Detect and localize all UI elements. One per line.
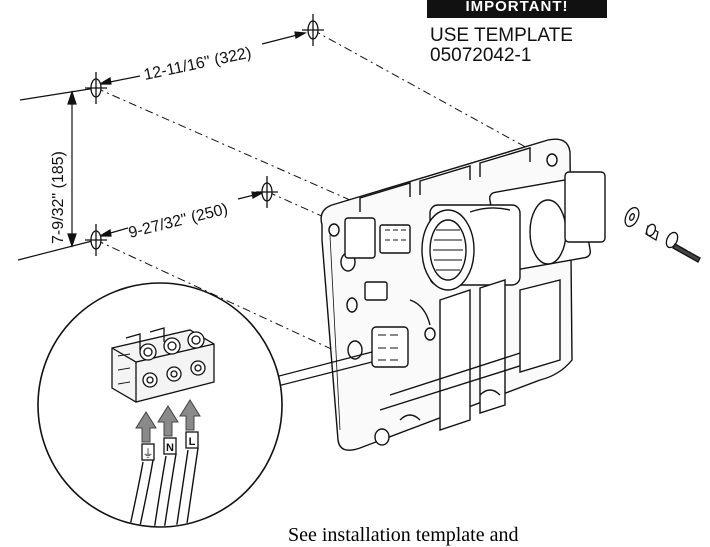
insert-arrows	[135, 399, 201, 443]
fastener-kit	[624, 206, 701, 263]
arrow-up-icon-ground	[135, 411, 157, 443]
mounting-holes	[85, 14, 324, 256]
mounting-hole-bottom-left	[85, 224, 107, 256]
supply-wires	[125, 447, 199, 526]
spacer-icon	[645, 223, 659, 242]
reference-lines	[17, 87, 97, 261]
wiring-detail-callout: ⏚ N L	[37, 282, 283, 528]
terminal-label-neutral: N	[166, 442, 174, 454]
terminal-label-line: L	[189, 436, 196, 448]
dim-lower-width-label: 9-27/32" (250)	[127, 201, 230, 242]
mounting-hole-top-left	[85, 72, 107, 104]
screw-icon	[665, 231, 701, 263]
template-note-line2: 05072042-1	[430, 45, 532, 66]
template-note-line1: USE TEMPLATE	[430, 25, 573, 46]
terminal-label-ground: ⏚	[143, 447, 154, 460]
dimension-lines	[67, 31, 307, 248]
terminal-block	[111, 327, 215, 403]
dim-height-label: 7-9/32" (185)	[50, 151, 67, 244]
template-note: USE TEMPLATE 05072042-1	[430, 26, 573, 66]
blower-wheel	[421, 204, 521, 291]
dryer-backplate	[320, 138, 606, 451]
motor-bracket	[564, 171, 606, 243]
dim-top-width-label: 12-11/16" (322)	[142, 45, 253, 84]
important-banner: IMPORTANT!	[427, 0, 607, 18]
arrow-up-icon-neutral	[157, 405, 179, 437]
washer-icon	[624, 206, 640, 228]
wiring-terminal-block	[371, 326, 409, 368]
control-module	[344, 217, 376, 259]
arrow-up-icon-line	[179, 399, 201, 431]
mounting-hole-top-right	[302, 14, 324, 46]
installation-caption: See installation template and	[288, 524, 519, 546]
important-banner-text: IMPORTANT!	[465, 0, 569, 15]
mounting-hole-middle	[256, 176, 278, 208]
terminal-labels: ⏚ N L	[141, 431, 199, 461]
